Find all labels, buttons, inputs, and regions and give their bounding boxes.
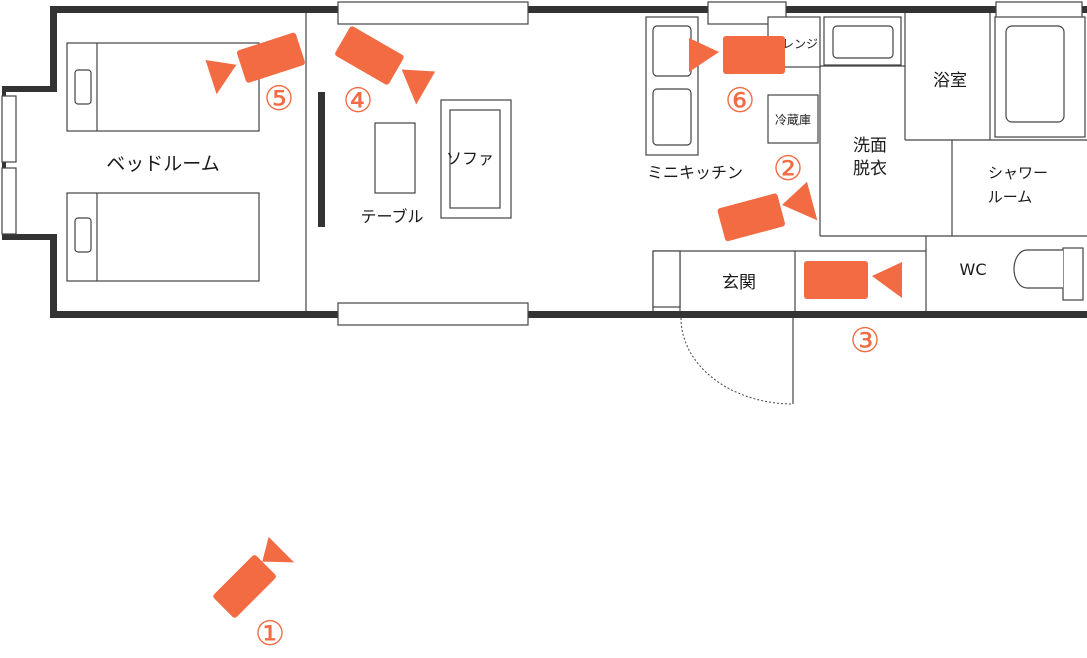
camera-3-number: ③ bbox=[850, 321, 880, 361]
video-camera-icon bbox=[717, 181, 818, 242]
camera-5: ⑤ bbox=[205, 32, 305, 119]
video-camera-icon bbox=[689, 36, 785, 74]
camera-1-number: ① bbox=[255, 614, 285, 654]
camera-4-number: ④ bbox=[343, 81, 373, 121]
camera-3: ③ bbox=[804, 261, 902, 361]
video-camera-icon bbox=[213, 536, 295, 618]
bedroom-label: ベッドルーム bbox=[106, 153, 219, 175]
fridge-label: 冷蔵庫 bbox=[775, 113, 811, 127]
table-label: テーブル bbox=[360, 207, 423, 226]
camera-4: ④ bbox=[335, 26, 436, 121]
camera-1: ① bbox=[213, 536, 295, 654]
camera-6: ⑥ bbox=[689, 36, 785, 121]
mini-kitchen-counter bbox=[645, 16, 699, 156]
camera-2: ② bbox=[717, 149, 818, 242]
camera-6-number: ⑥ bbox=[725, 81, 755, 121]
bath-label: 浴室 bbox=[933, 71, 967, 91]
fridge-box bbox=[767, 94, 819, 144]
washroom-label-line1: 洗面 bbox=[853, 136, 887, 156]
shower-label-line1: シャワー bbox=[988, 164, 1048, 182]
sofa-label: ソファ bbox=[446, 149, 494, 168]
room-labels: ベッドルーム テーブル ソファ ミニキッチン レンジ 冷蔵庫 洗面 脱衣 浴室 … bbox=[106, 37, 1048, 293]
bed-bottom bbox=[66, 192, 260, 282]
interior-partitions bbox=[305, 13, 1087, 311]
range-label: レンジ bbox=[782, 37, 818, 51]
video-camera-icon bbox=[804, 261, 902, 299]
video-camera-icon bbox=[205, 32, 305, 95]
bed-top bbox=[66, 42, 260, 132]
wc-label: WC bbox=[960, 260, 987, 279]
table bbox=[374, 122, 416, 194]
shower-label-line2: ルーム bbox=[988, 188, 1033, 206]
camera-5-number: ⑤ bbox=[264, 79, 294, 119]
door-swing-icon bbox=[680, 317, 794, 405]
outer-walls bbox=[2, 6, 1087, 318]
bathtub-icon bbox=[994, 16, 1086, 138]
shoe-shelf bbox=[652, 250, 681, 308]
video-camera-icon bbox=[335, 26, 436, 105]
kitchen-label: ミニキッチン bbox=[647, 163, 743, 182]
toilet-icon bbox=[1013, 247, 1084, 301]
washroom-label-line2: 脱衣 bbox=[853, 159, 887, 179]
sofa bbox=[440, 99, 512, 219]
camera-2-number: ② bbox=[773, 149, 803, 189]
washbasin bbox=[823, 16, 902, 66]
entrance-label: 玄関 bbox=[722, 273, 756, 293]
